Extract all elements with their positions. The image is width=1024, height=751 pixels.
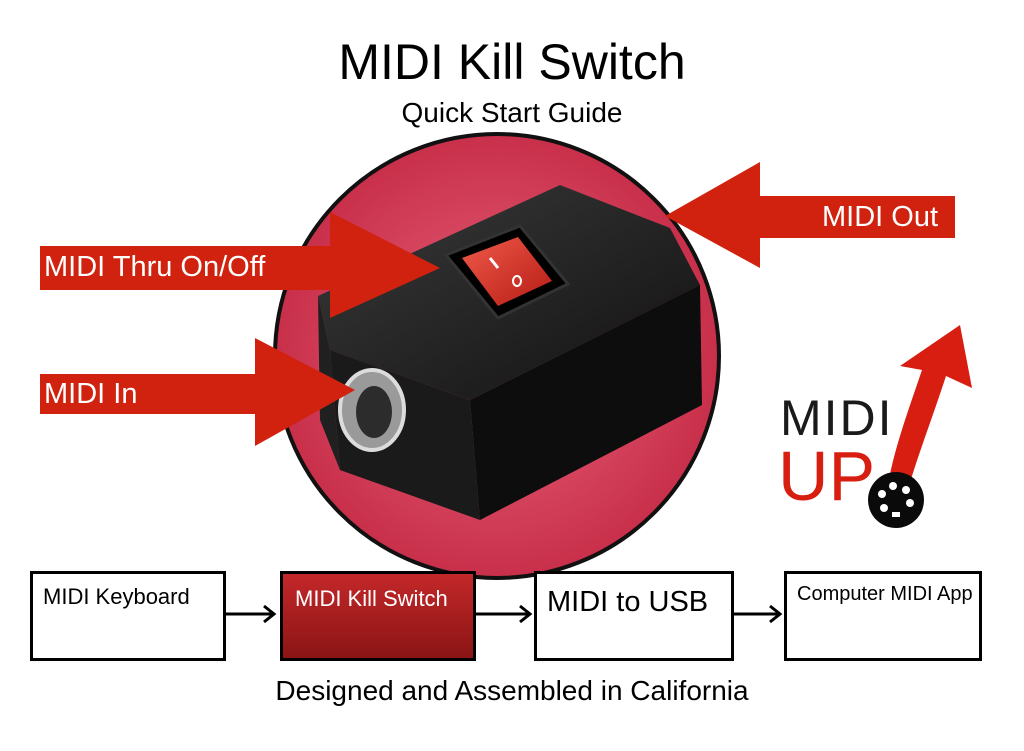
midi-thru-label: MIDI Thru On/Off: [44, 251, 266, 283]
flow-box-label: MIDI Keyboard: [43, 584, 190, 609]
midi-out-arrow: [665, 162, 955, 268]
footer-text: Designed and Assembled in California: [275, 675, 749, 706]
flow-arrow-1: [224, 604, 277, 624]
flow-box-label: MIDI Kill Switch: [295, 586, 448, 611]
page-title: MIDI Kill Switch: [338, 34, 686, 90]
midi-in-jack-icon: [338, 368, 406, 452]
midi-up-logo: [868, 325, 972, 528]
logo-midi-text: MIDI: [780, 390, 894, 446]
flow-box-midi-kill-switch: MIDI Kill Switch: [280, 571, 476, 661]
midi-out-label: MIDI Out: [822, 201, 939, 233]
flow-box-midi-to-usb: MIDI to USB: [534, 571, 734, 661]
midi-thru-arrow: [40, 212, 440, 318]
flow-arrow-3: [733, 604, 783, 624]
rocker-switch-icon: [443, 224, 571, 320]
page-subtitle: Quick Start Guide: [401, 97, 623, 128]
flow-box-label: MIDI to USB: [547, 586, 709, 618]
midi-in-label: MIDI In: [44, 378, 138, 410]
flow-box-computer-midi-app: Computer MIDI App: [784, 571, 982, 661]
flow-arrow-2: [475, 604, 533, 624]
flow-box-label: Computer MIDI App: [797, 583, 973, 605]
flow-box-midi-keyboard: MIDI Keyboard: [30, 571, 226, 661]
logo-up-text: UP: [778, 437, 876, 515]
midi-in-arrow: [40, 338, 355, 446]
